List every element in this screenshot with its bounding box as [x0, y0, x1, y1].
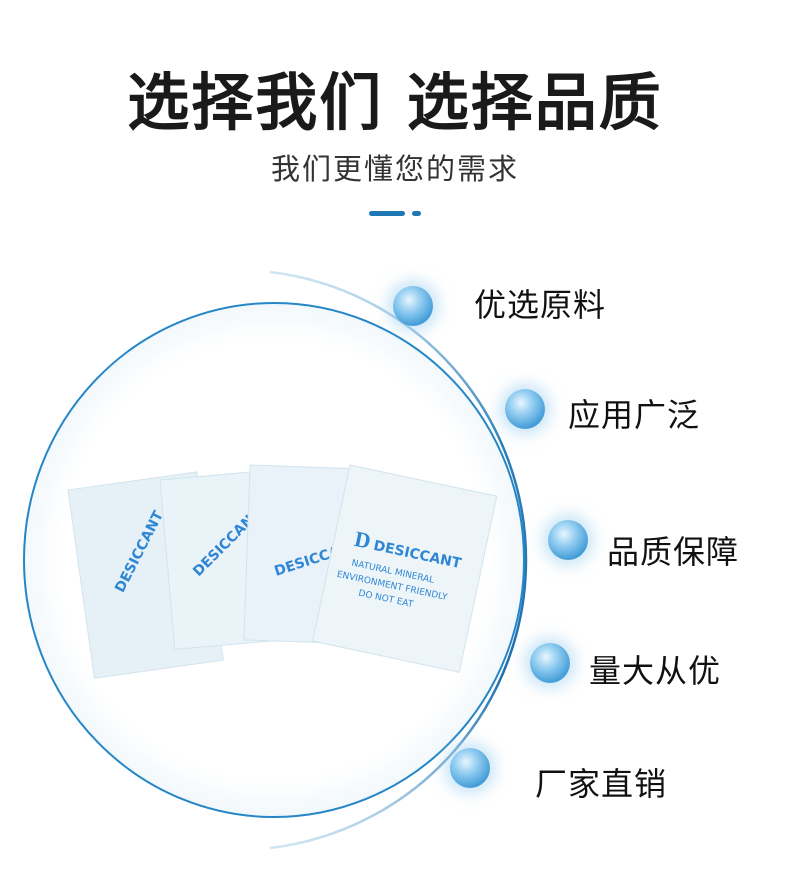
desiccant-packets: DESICCANT DESICCANT DESICCANT D DESICCAN… [67, 464, 498, 679]
bead-icon [450, 748, 490, 788]
feature-bulk-discount: 量大从优 [589, 652, 722, 690]
feature-quality-assurance: 品质保障 [607, 533, 740, 571]
feature-quality-materials: 优选原料 [474, 286, 607, 324]
divider-short [412, 211, 421, 216]
bead-icon [530, 643, 570, 683]
bead-icon [393, 286, 433, 326]
bead-icon [548, 520, 588, 560]
bead-icon [505, 389, 545, 429]
page-subtitle: 我们更懂您的需求 [270, 152, 519, 186]
page-title: 选择我们 选择品质 [127, 66, 663, 139]
feature-factory-direct: 厂家直销 [535, 765, 668, 803]
outer-arc [269, 270, 528, 850]
feature-wide-application: 应用广泛 [568, 396, 701, 434]
packet-brand-mark: D [352, 526, 373, 554]
divider-long [369, 211, 405, 216]
